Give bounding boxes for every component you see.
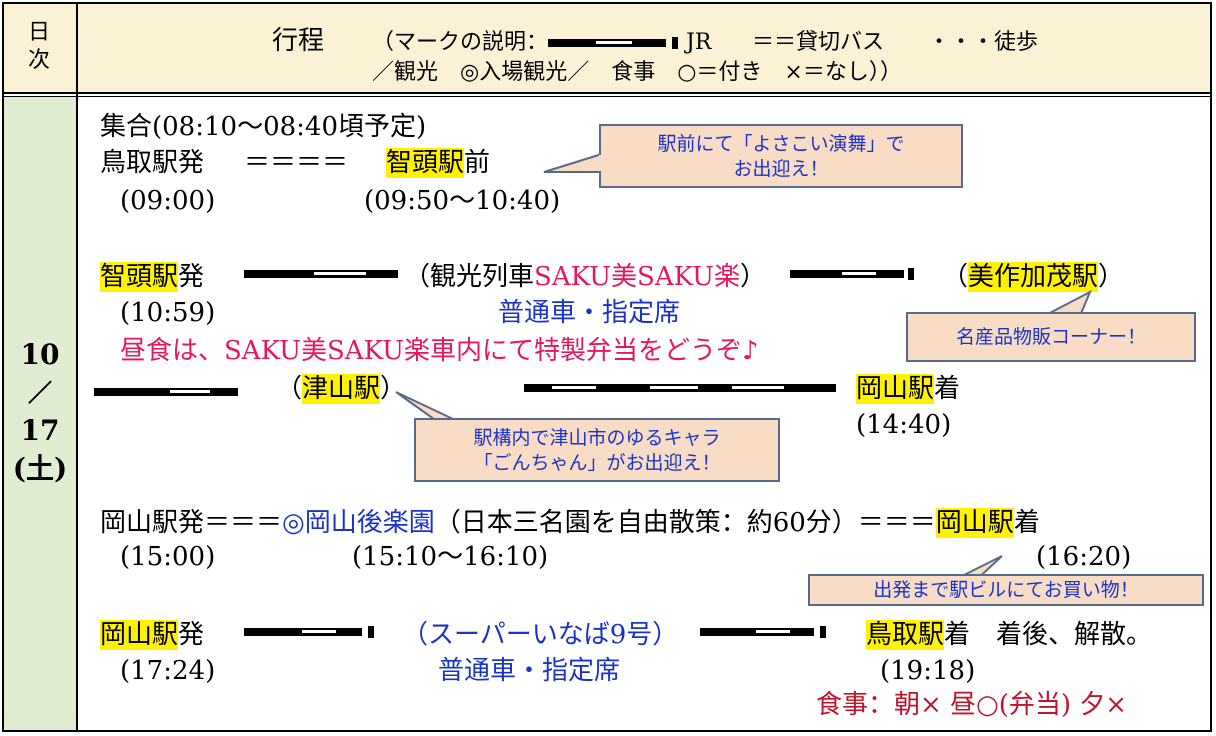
tottori-arrive: 鳥取駅着 着後、解散。 — [866, 620, 1153, 650]
callout-shopping: 出発まで駅ビルにてお買い物！ — [808, 574, 1204, 606]
header-divider-double — [4, 96, 1210, 97]
header-legend-jr: JR — [686, 30, 712, 55]
time-0900: (09:00) — [120, 186, 216, 216]
time-1510: (15:10～16:10) — [352, 542, 549, 572]
okayama-arrive: 岡山駅着 — [856, 374, 961, 404]
okayama-depart: 岡山駅発＝＝＝◎岡山後楽園（日本三名園を自由散策：約60分）＝＝＝岡山駅着 — [100, 508, 1040, 538]
time-1620: (16:20) — [1036, 542, 1132, 572]
header-legend-open: （マークの説明： — [372, 30, 549, 55]
header-legend-walk: ・・・徒歩 — [928, 30, 1039, 55]
time-1724: (17:24) — [120, 656, 216, 686]
seat-class-1: 普通車・指定席 — [498, 298, 681, 328]
lunch-note: 昼食は、SAKU美SAKU楽車内にて特製弁当をどうぞ♪ — [120, 336, 759, 366]
jr-line-1 — [244, 270, 398, 278]
time-1440: (14:40) — [856, 410, 952, 440]
tsuyama: （津山駅） — [276, 374, 407, 404]
header-day-label-1: 日 — [28, 20, 51, 45]
jr-line-5 — [244, 626, 374, 638]
jr-line-6 — [700, 626, 826, 638]
day-weekday: (土) — [12, 452, 68, 485]
mimasaka-kamo: （美作加茂駅） — [942, 262, 1125, 292]
meals-note: 食事：朝× 昼○(弁当) 夕× — [816, 690, 1128, 720]
chizu-station-2: 智頭駅 — [100, 262, 179, 292]
day-date: 17 — [20, 414, 60, 447]
jr-line-2 — [790, 268, 914, 280]
jr-line-4 — [524, 384, 836, 392]
header-divider — [4, 92, 1210, 94]
day-month: 10 — [20, 338, 60, 371]
bus-symbol: ＝＝＝＝ — [244, 148, 349, 178]
jr-line-3 — [94, 388, 238, 396]
day-slash: ／ — [28, 378, 52, 407]
callout-souvenir: 名産品物販コーナー！ — [906, 312, 1196, 362]
tottori-depart: 鳥取駅発 — [100, 148, 205, 178]
callout-gonchan: 駅構内で津山市のゆるキャラ「ごんちゃん」がお出迎え！ — [414, 418, 780, 482]
gather-time: 集合(08:10～08:40頃予定) — [100, 112, 427, 142]
chizu-station: 智頭駅 — [386, 148, 465, 178]
seat-class-2: 普通車・指定席 — [438, 656, 621, 686]
header-legend-bus: ＝＝貸切バス — [752, 30, 885, 55]
okayama-depart-2: 岡山駅発 — [100, 620, 205, 650]
legend-jr-symbol — [548, 37, 678, 49]
time-1500: (15:00) — [120, 542, 216, 572]
column-divider — [76, 4, 78, 730]
time-1918: (19:18) — [880, 656, 976, 686]
time-1059: (10:59) — [120, 298, 216, 328]
chizu-depart: 智頭駅発 — [100, 262, 205, 292]
header-legend-line2: ／観光 ◎入場観光／ 食事 ○＝付き ×＝なし）） — [372, 60, 902, 85]
day-cell — [4, 96, 76, 730]
header-day-label-2: 次 — [28, 48, 51, 73]
train-sakubi: （観光列車SAKU美SAKU楽） — [404, 262, 767, 292]
train-super-inaba: （スーパーいなば9号） — [402, 620, 679, 650]
time-0950: (09:50～10:40) — [364, 186, 561, 216]
callout-yosakoi: 駅前にて「よさこい演舞」でお出迎え！ — [599, 124, 963, 188]
header-title: 行程 — [272, 26, 325, 56]
header-day-cell — [4, 4, 76, 92]
chizu-arrive: 智頭駅前 — [386, 148, 491, 178]
header-title-cell — [78, 4, 1210, 92]
